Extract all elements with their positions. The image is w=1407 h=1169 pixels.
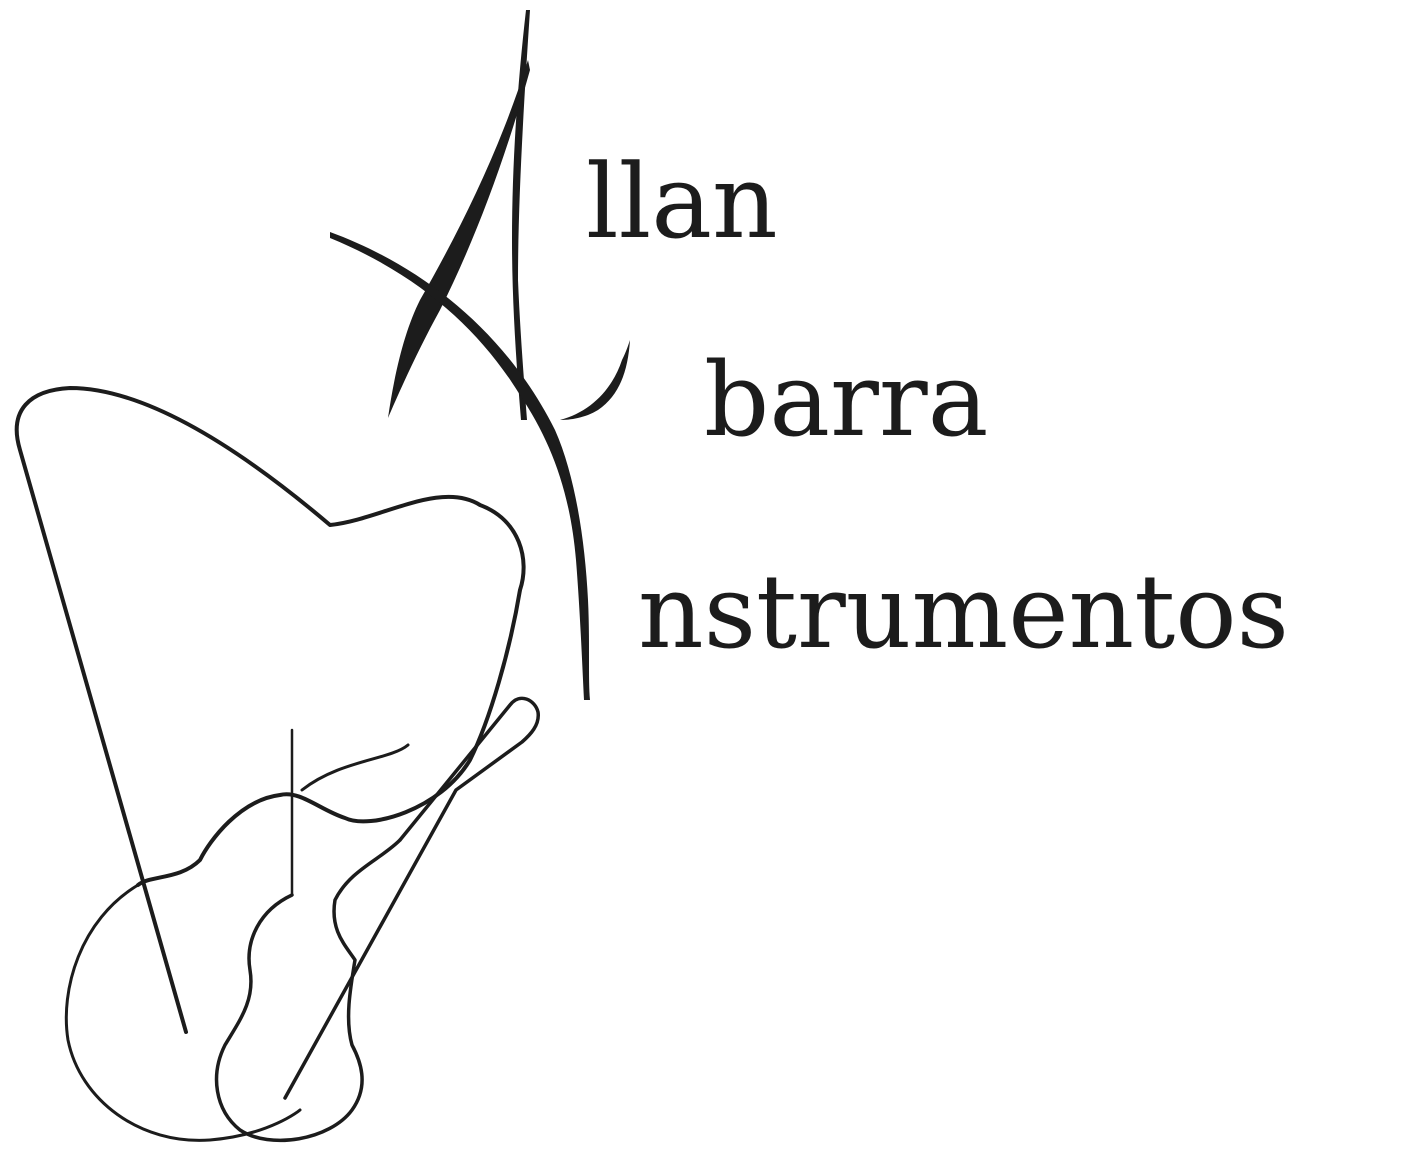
monogram-i-stroke — [560, 340, 630, 420]
logo-word-nstrumentos: nstrumentos — [638, 553, 1289, 672]
guitar-outline — [214, 838, 402, 1143]
guitar-neck — [283, 696, 540, 1100]
monogram-a-stem — [512, 10, 530, 420]
monogram-a-crossbar — [330, 232, 590, 700]
harp-soundbody — [64, 883, 302, 1142]
logo-word-barra: barra — [704, 341, 989, 460]
logo-word-llan: llan — [586, 143, 778, 262]
monogram-a-leg — [388, 60, 530, 418]
harp-outline — [14, 386, 526, 1034]
guitar-neck-inner — [300, 743, 410, 792]
